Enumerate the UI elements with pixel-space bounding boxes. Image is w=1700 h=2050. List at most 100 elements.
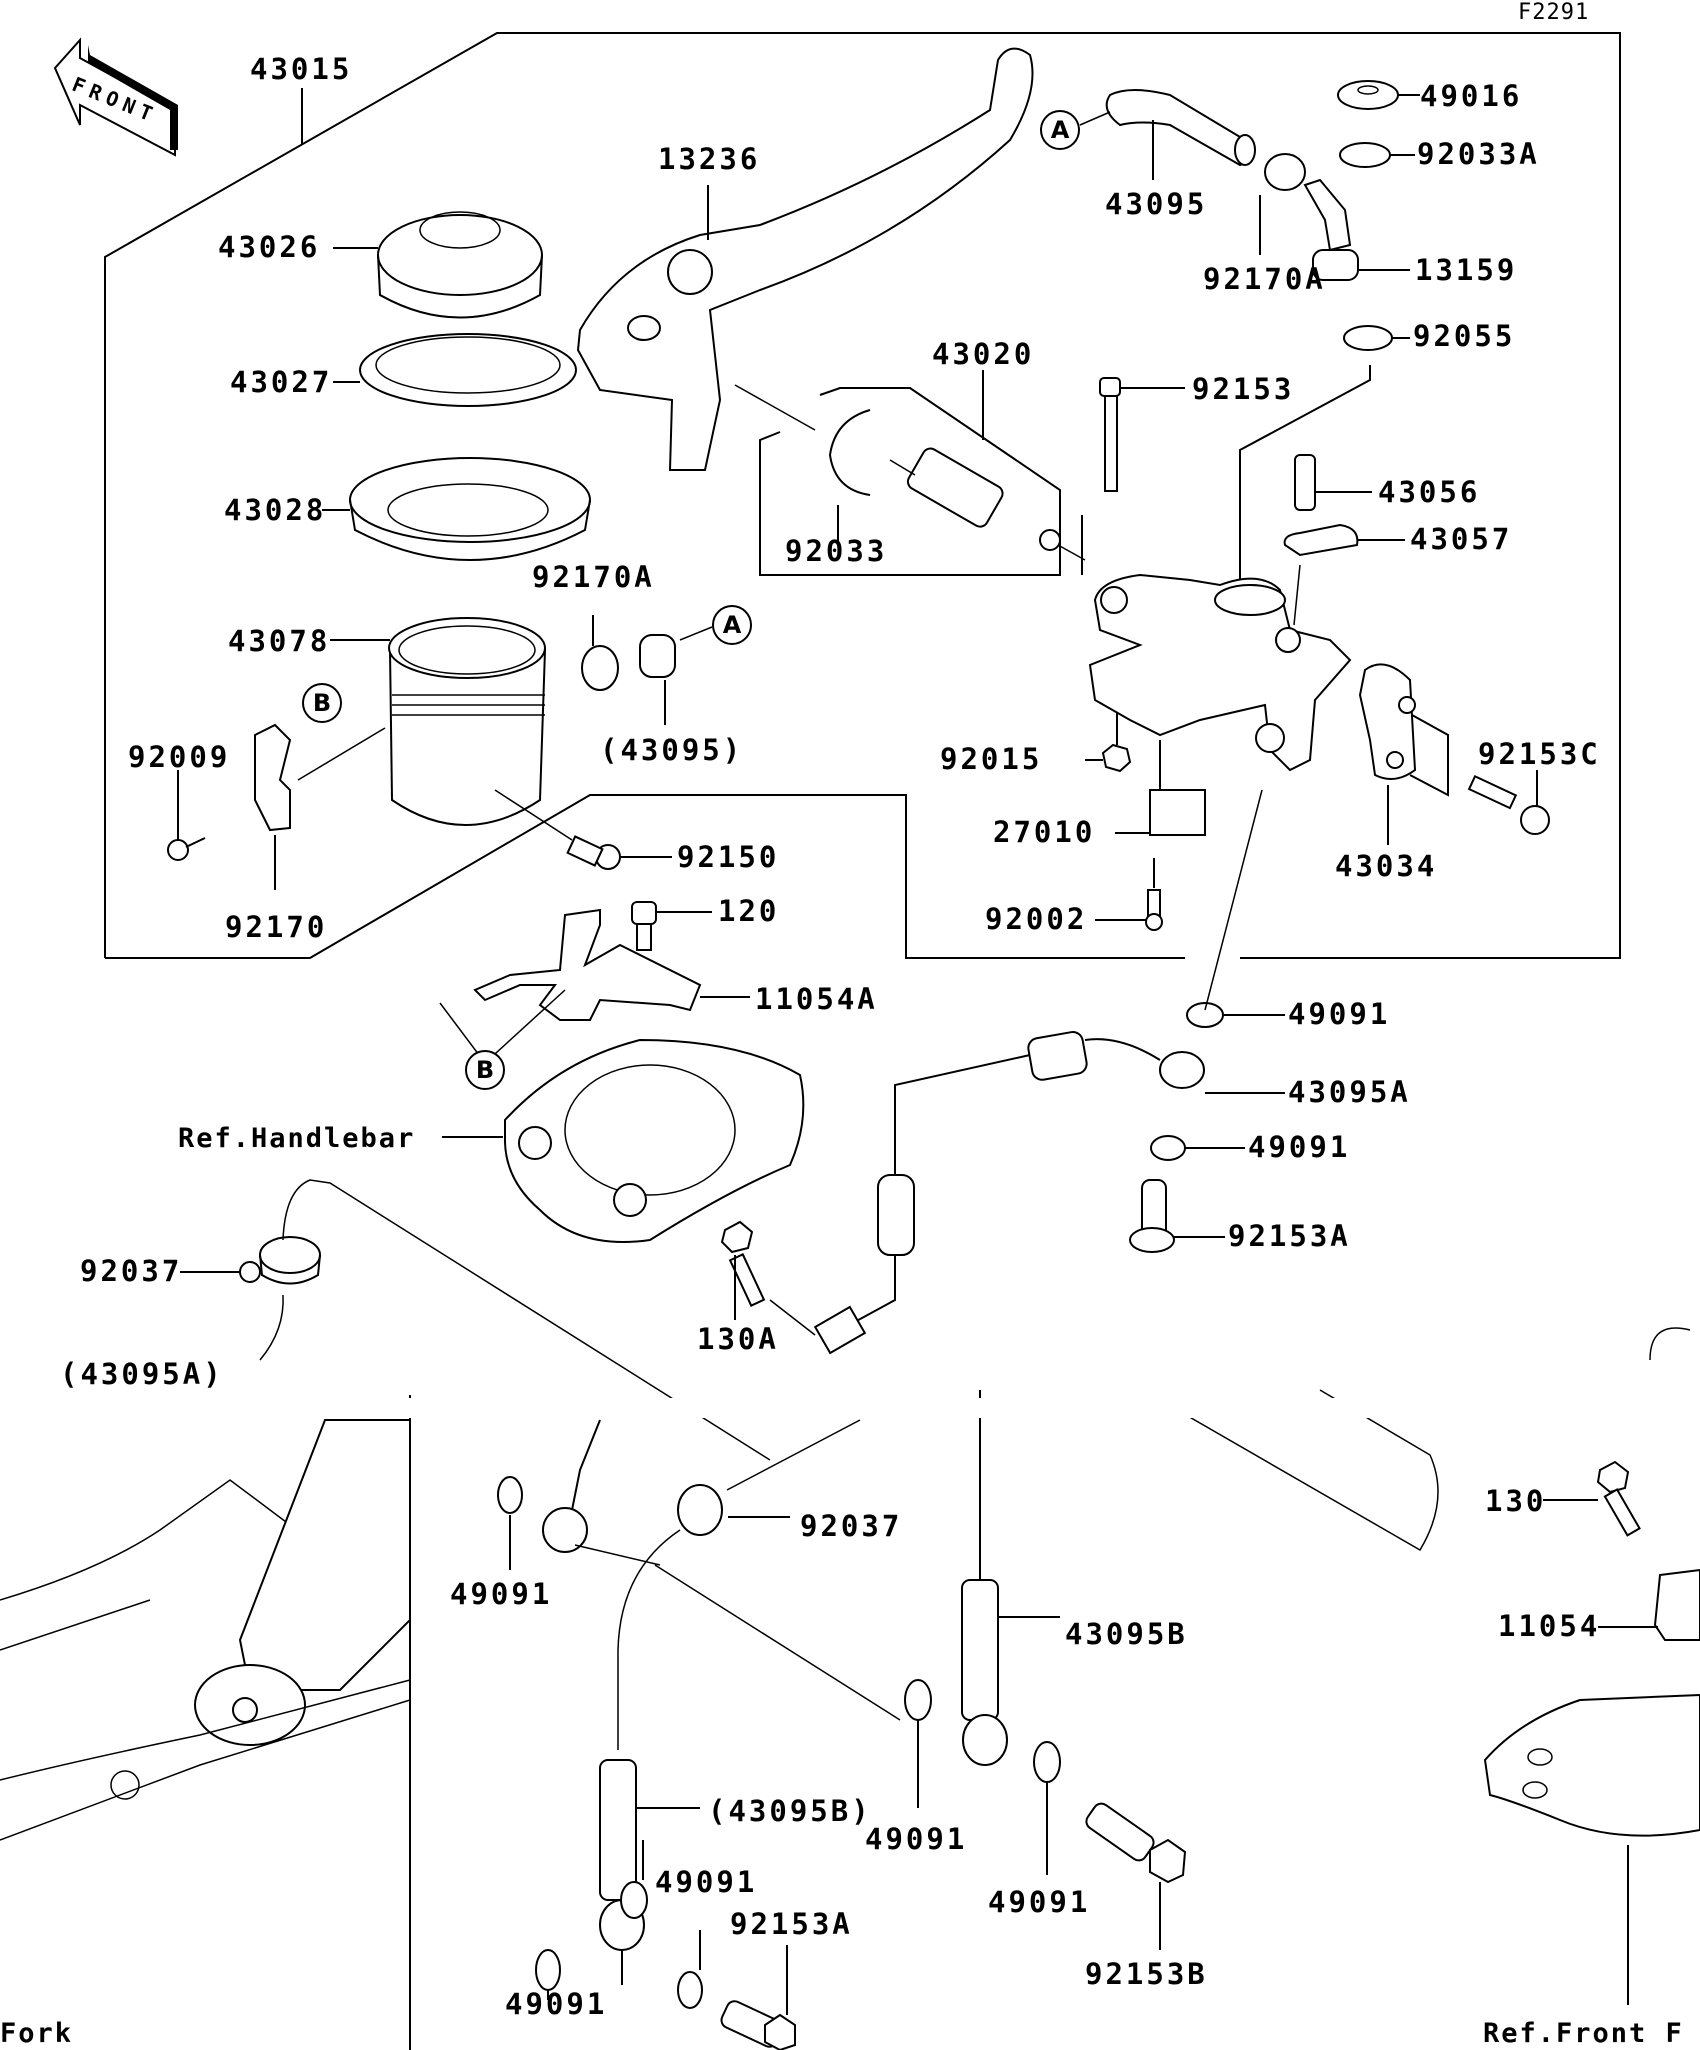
- label-49091-f[interactable]: 49091: [988, 1885, 1091, 1919]
- switch-27010: [1115, 740, 1206, 836]
- label-43095A-paren[interactable]: (43095A): [60, 1357, 224, 1391]
- ref-front-fork-label: Ref.Front F: [1483, 2018, 1684, 2049]
- label-43027[interactable]: 43027: [230, 365, 333, 399]
- label-43095A[interactable]: 43095A: [1288, 1075, 1411, 1109]
- label-92033[interactable]: 92033: [785, 534, 888, 568]
- label-49091-e[interactable]: 49091: [655, 1865, 758, 1899]
- grommet-49016: [1337, 80, 1420, 110]
- label-43095B-paren[interactable]: (43095B): [708, 1794, 872, 1828]
- label-43095[interactable]: 43095: [1105, 187, 1208, 221]
- screw-92002: [1095, 858, 1163, 931]
- washer-49091-g: [535, 1949, 561, 2000]
- diaphragm-plate-43027: [333, 333, 577, 407]
- reservoir-cap-43026: [333, 211, 543, 319]
- label-11054[interactable]: 11054: [1498, 1609, 1601, 1643]
- label-92153[interactable]: 92153: [1192, 372, 1295, 406]
- callout-a-mid: A: [712, 605, 752, 645]
- hose-43095B-paren: [599, 1759, 700, 1985]
- ref-handlebar-label: Ref.Handlebar: [178, 1123, 416, 1154]
- label-43078[interactable]: 43078: [228, 624, 331, 658]
- master-cylinder-body: [1081, 365, 1371, 772]
- label-11054A[interactable]: 11054A: [755, 982, 878, 1016]
- diaphragm-43028: [322, 457, 591, 561]
- label-92002[interactable]: 92002: [985, 902, 1088, 936]
- bolt-130A: [720, 1220, 816, 1336]
- label-43026[interactable]: 43026: [218, 230, 321, 264]
- assembly-boundary: [104, 32, 1621, 959]
- banjo-bolt-92153A-top: [1129, 1179, 1225, 1253]
- label-92153A-bottom[interactable]: 92153A: [730, 1907, 853, 1941]
- handlebar-mount: [442, 1038, 805, 1243]
- label-27010[interactable]: 27010: [993, 815, 1096, 849]
- hose-43095A: [813, 1031, 1285, 1355]
- label-120[interactable]: 120: [718, 894, 780, 928]
- front-fork: [0, 1419, 411, 1841]
- washer-49091-d: [904, 1679, 932, 1808]
- label-92015[interactable]: 92015: [940, 742, 1043, 776]
- label-92153C[interactable]: 92153C: [1478, 737, 1601, 771]
- hose-clamp-92037-mid: [617, 1419, 901, 1750]
- hose-43095: [1079, 89, 1256, 180]
- screw-92150: [494, 789, 672, 870]
- label-92170[interactable]: 92170: [225, 910, 328, 944]
- banjo-bolt-92153A-bottom: [720, 1945, 796, 2050]
- label-49091-a[interactable]: 49091: [1288, 997, 1391, 1031]
- callout-b-upper: B: [302, 683, 342, 723]
- bolt-92153C: [1409, 714, 1550, 835]
- label-43034[interactable]: 43034: [1335, 849, 1438, 883]
- label-49016[interactable]: 49016: [1420, 79, 1523, 113]
- bolt-130: [1543, 1460, 1641, 1537]
- washer-49091-f: [1033, 1741, 1061, 1875]
- circlip-92033A: [1339, 142, 1415, 168]
- hose-clamp-92037-left: [180, 1179, 771, 1461]
- label-49091-d[interactable]: 49091: [865, 1822, 968, 1856]
- cap-43057: [1283, 523, 1405, 626]
- washer-49091-h: [677, 1930, 703, 2009]
- screw-92009: [167, 770, 206, 861]
- label-49091-b[interactable]: 49091: [1248, 1130, 1351, 1164]
- bracket-92170: [254, 723, 292, 890]
- label-49091-g[interactable]: 49091: [505, 1987, 608, 2021]
- washer-49091-c: [497, 1476, 523, 1570]
- label-13159[interactable]: 13159: [1415, 253, 1518, 287]
- group-43020: [759, 387, 1061, 576]
- label-92153A-top[interactable]: 92153A: [1228, 1219, 1351, 1253]
- clamp-92170A-right: [1259, 153, 1306, 255]
- bracket-11054: [1598, 1568, 1700, 1641]
- washer-49091-e: [620, 1840, 648, 1919]
- label-92037-left[interactable]: 92037: [80, 1254, 183, 1288]
- label-130A[interactable]: 130A: [697, 1322, 779, 1356]
- hose-43095B: [961, 1390, 1060, 1766]
- label-92055[interactable]: 92055: [1413, 319, 1516, 353]
- label-43057[interactable]: 43057: [1410, 522, 1513, 556]
- banjo-bolt-92153B: [1085, 1802, 1187, 1950]
- assembly-boundary-inner: [105, 794, 1185, 959]
- handlebar-tube-right: [1159, 1327, 1691, 1552]
- oring-92055: [1343, 325, 1410, 351]
- label-92170A-left[interactable]: 92170A: [532, 560, 655, 594]
- label-13236[interactable]: 13236: [658, 142, 761, 176]
- label-43028[interactable]: 43028: [224, 493, 327, 527]
- label-92037-mid[interactable]: 92037: [800, 1509, 903, 1543]
- label-92153B[interactable]: 92153B: [1085, 1957, 1208, 1991]
- render-artifact-band: [0, 1398, 1700, 1418]
- label-43015[interactable]: 43015: [250, 52, 353, 86]
- figure-code: F2291: [1518, 0, 1590, 25]
- label-43095-paren[interactable]: (43095): [600, 733, 744, 767]
- label-43020[interactable]: 43020: [932, 337, 1035, 371]
- clamp-92170A-left: [581, 615, 619, 691]
- front-arrow-icon: [53, 37, 178, 157]
- label-92170A-right[interactable]: 92170A: [1203, 262, 1326, 296]
- label-49091-c[interactable]: 49091: [450, 1577, 553, 1611]
- front-fork-clamp: [1483, 1693, 1700, 2005]
- label-92009[interactable]: 92009: [128, 740, 231, 774]
- label-92150[interactable]: 92150: [677, 840, 780, 874]
- label-130[interactable]: 130: [1485, 1484, 1547, 1518]
- hose-piece-43095: [639, 626, 713, 725]
- leader-b: [297, 727, 386, 781]
- label-92033A[interactable]: 92033A: [1417, 137, 1540, 171]
- label-43095B[interactable]: 43095B: [1065, 1617, 1188, 1651]
- clamp-43034: [1358, 663, 1417, 845]
- label-43056[interactable]: 43056: [1378, 475, 1481, 509]
